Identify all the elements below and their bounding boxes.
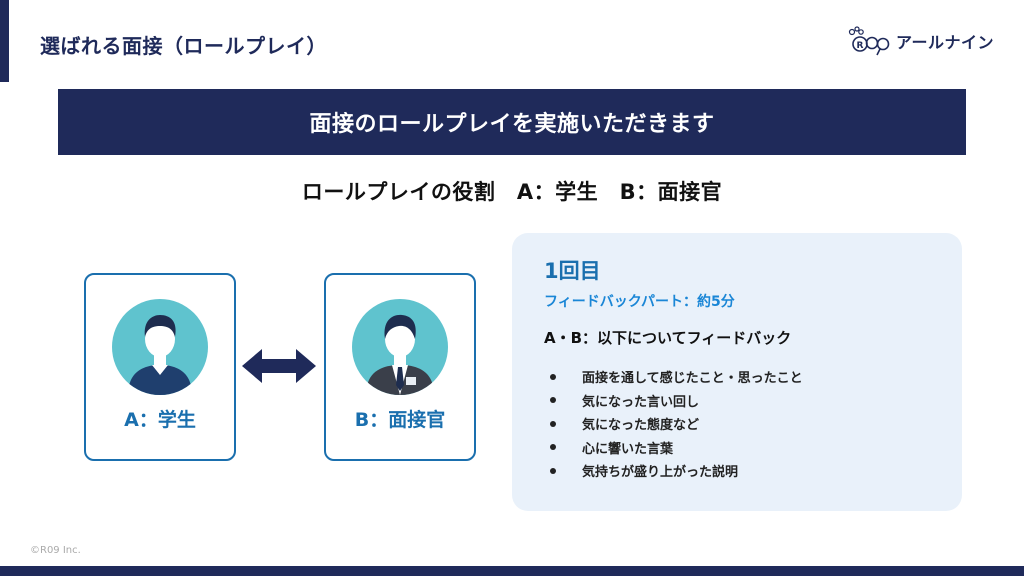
- banner-text: 面接のロールプレイを実施いただきます: [309, 112, 715, 137]
- left-accent-bar: [0, 0, 9, 82]
- list-item: 面接を通して感じたこと・思ったこと: [550, 365, 803, 389]
- feedback-panel: 1回目 フィードバックパート：約5分 A・B：以下についてフィードバック 面接を…: [512, 233, 962, 511]
- logo-mark-icon: R: [848, 26, 890, 56]
- bullet-icon: [550, 373, 556, 380]
- student-label: A：学生: [124, 409, 196, 431]
- bullet-icon: [550, 467, 556, 474]
- list-item-text: 気持ちが盛り上がった説明: [582, 465, 739, 481]
- student-avatar-icon: [112, 299, 208, 395]
- slide-title: 選ばれる面接（ロールプレイ）: [40, 34, 327, 58]
- list-item: 心に響いた言葉: [550, 436, 803, 460]
- list-item-text: 心に響いた言葉: [582, 441, 674, 457]
- feedback-list: 面接を通して感じたこと・思ったこと 気になった言い回し 気になった態度など 心に…: [550, 365, 803, 483]
- bullet-icon: [550, 444, 556, 451]
- interviewer-label: B：面接官: [354, 409, 446, 431]
- round-title: 1回目: [544, 259, 601, 283]
- student-role-card: A：学生: [84, 273, 236, 461]
- feedback-target: A・B：以下についてフィードバック: [544, 329, 792, 347]
- list-item: 気になった言い回し: [550, 389, 803, 413]
- list-item-text: 面接を通して感じたこと・思ったこと: [582, 371, 803, 387]
- footer-bar: [0, 566, 1024, 576]
- bullet-icon: [550, 397, 556, 404]
- list-item: 気になった態度など: [550, 412, 803, 436]
- roles-heading: ロールプレイの役割 A：学生 B：面接官: [301, 180, 723, 204]
- svg-text:R: R: [857, 41, 864, 51]
- copyright-text: ©R09 Inc.: [30, 545, 81, 556]
- list-item-text: 気になった言い回し: [582, 394, 700, 410]
- list-item: 気持ちが盛り上がった説明: [550, 459, 803, 483]
- instruction-banner: 面接のロールプレイを実施いただきます: [58, 89, 966, 155]
- bullet-icon: [550, 420, 556, 427]
- logo-text: アールナイン: [896, 33, 995, 52]
- feedback-part-label: フィードバックパート：約5分: [544, 294, 735, 310]
- interviewer-role-card: B：面接官: [324, 273, 476, 461]
- list-item-text: 気になった態度など: [582, 418, 700, 434]
- double-arrow-icon: [242, 349, 316, 383]
- interviewer-avatar-icon: [352, 299, 448, 395]
- company-logo: R アールナイン: [846, 26, 994, 56]
